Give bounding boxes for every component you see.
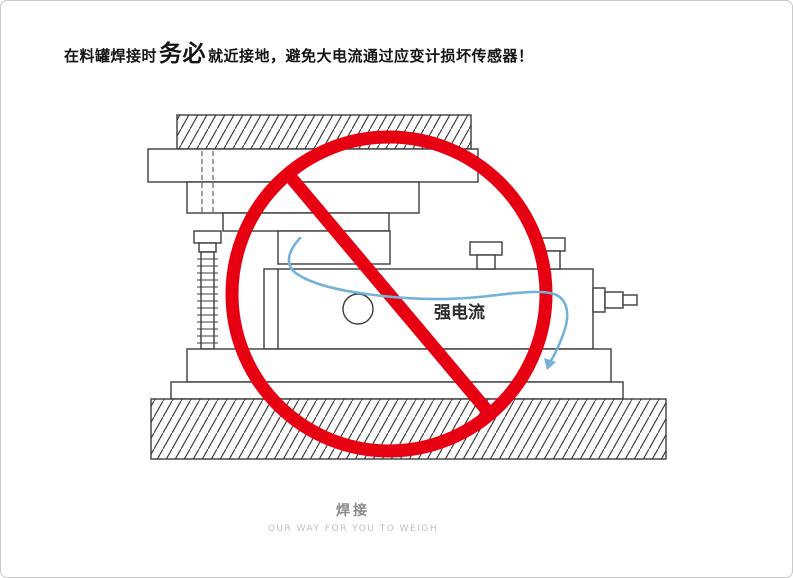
warning-suffix: 就近接地，避免大电流通过应变计损坏传感器！ bbox=[208, 47, 534, 65]
footer-slogan: OUR WAY FOR YOU TO WEIGH bbox=[267, 524, 439, 534]
foundation-plate bbox=[170, 381, 624, 400]
cable-gland bbox=[592, 287, 638, 313]
current-flow: 强电流 bbox=[287, 236, 569, 370]
current-label: 强电流 bbox=[434, 302, 485, 323]
footer-title: 焊接 bbox=[336, 503, 370, 519]
current-path bbox=[287, 236, 569, 364]
prohibition-circle bbox=[225, 130, 553, 458]
prohibition-sign bbox=[225, 130, 553, 458]
warning-text: 在料罐焊接时务必就近接地，避免大电流通过应变计损坏传感器！ bbox=[64, 34, 534, 68]
warning-emphasis: 务必 bbox=[159, 41, 207, 67]
footer: 焊接 OUR WAY FOR YOU TO WEIGH bbox=[131, 500, 575, 534]
hidden-bolt-lines bbox=[201, 151, 214, 213]
prohibition-slash bbox=[283, 169, 495, 419]
load-cell-hole bbox=[342, 293, 374, 325]
rod-threads bbox=[197, 258, 218, 344]
current-arrowhead bbox=[544, 358, 556, 370]
mounting-bolts bbox=[469, 237, 566, 270]
warning-prefix: 在料罐焊接时 bbox=[64, 47, 158, 65]
threaded-rod bbox=[193, 230, 222, 350]
